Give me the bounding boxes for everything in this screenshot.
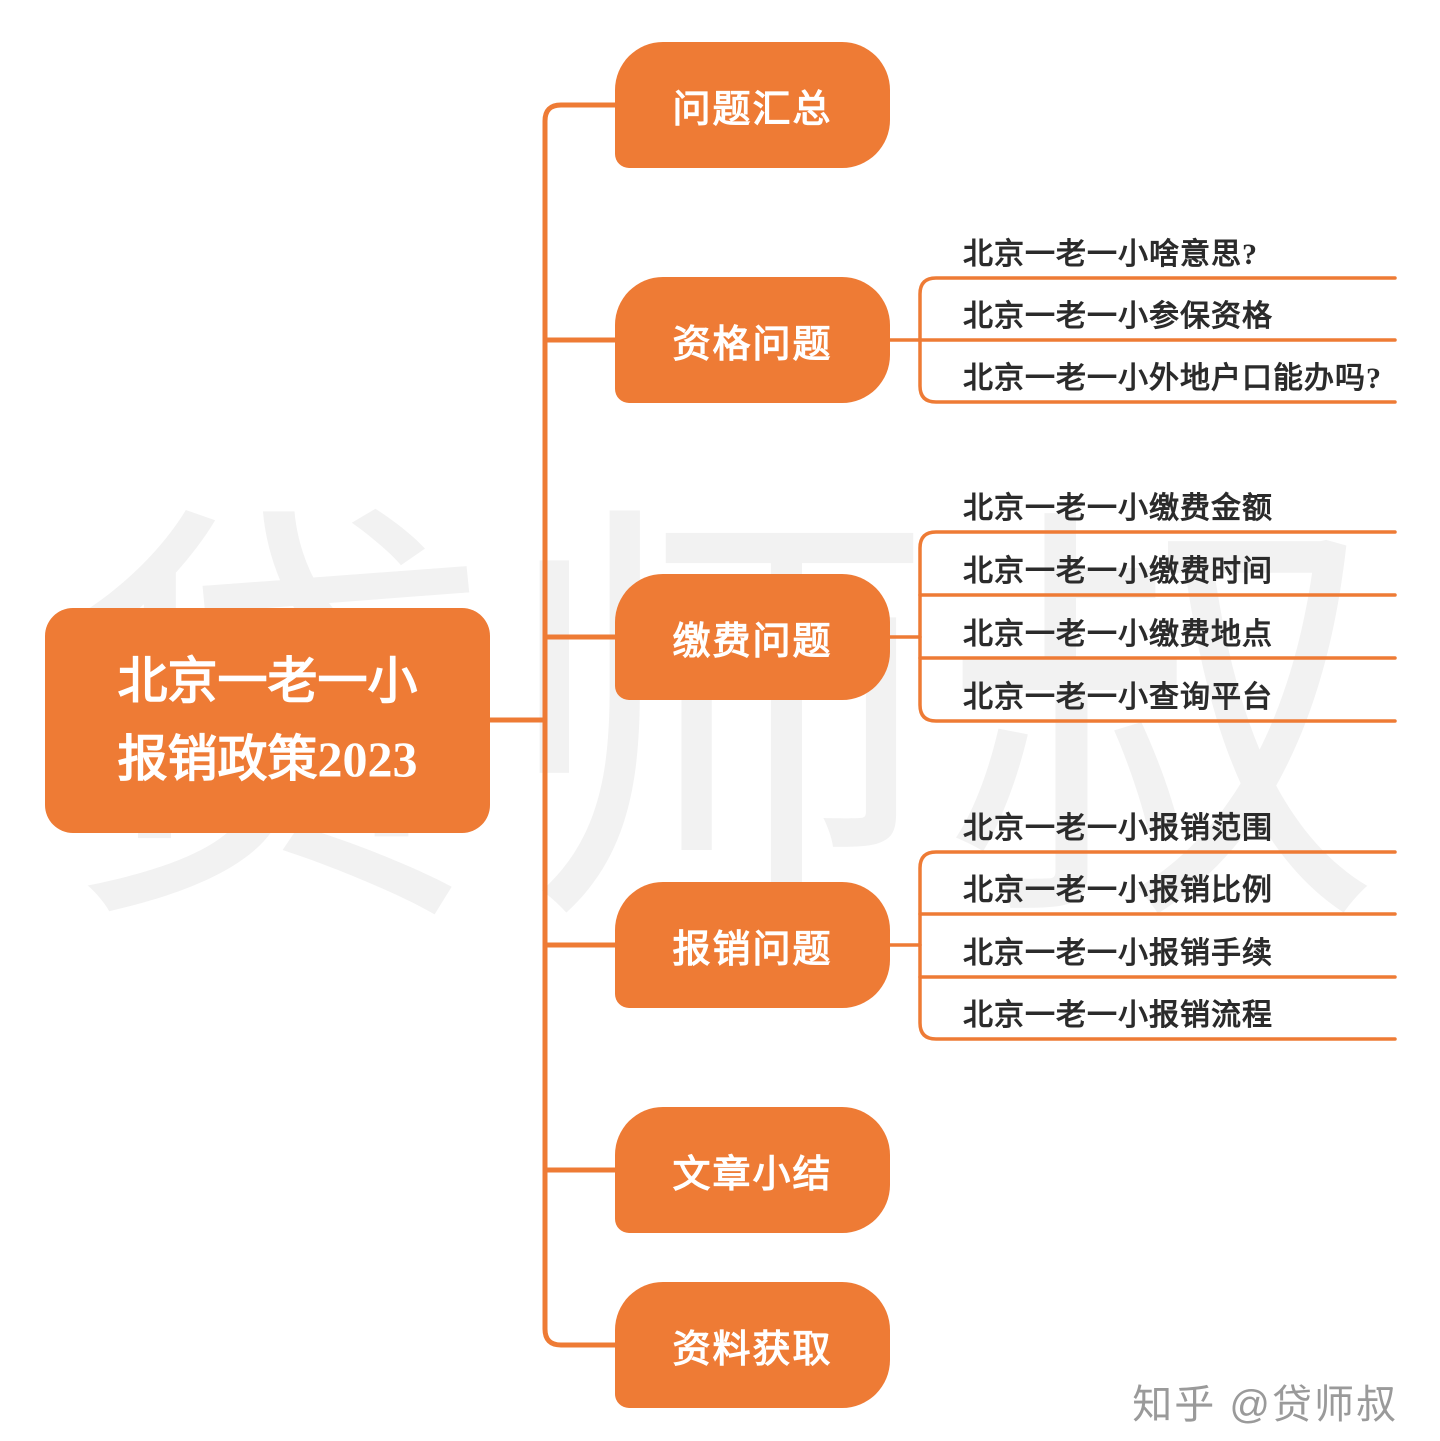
branch-node-payment[interactable]: 缴费问题 [615,574,890,700]
root-node[interactable]: 北京一老一小 报销政策2023 [45,608,490,833]
branch-node-materials[interactable]: 资料获取 [615,1282,890,1408]
root-title-line1: 北京一老一小 [117,653,418,709]
child-topic-eligibility-3[interactable]: 北京一老一小外地户口能办吗? [963,362,1382,395]
child-topic-payment-3[interactable]: 北京一老一小缴费地点 [963,618,1273,651]
child-topic-payment-4[interactable]: 北京一老一小查询平台 [963,681,1273,714]
child-topic-payment-2[interactable]: 北京一老一小缴费时间 [963,555,1273,588]
root-title-line2: 报销政策2023 [117,730,418,787]
child-topic-reimbursement-1[interactable]: 北京一老一小报销范围 [963,812,1273,845]
child-topic-reimbursement-3[interactable]: 北京一老一小报销手续 [963,937,1273,970]
reimbursement-outer-lines [918,850,1397,1041]
child-topic-eligibility-2[interactable]: 北京一老一小参保资格 [963,300,1273,333]
branch-node-eligibility[interactable]: 资格问题 [615,277,890,403]
trunk-line [542,102,618,1348]
child-topic-reimbursement-2[interactable]: 北京一老一小报销比例 [963,874,1273,907]
branch-node-article-summary[interactable]: 文章小结 [615,1107,890,1233]
child-topic-eligibility-1[interactable]: 北京一老一小啥意思? [963,238,1258,271]
branch-node-question-summary[interactable]: 问题汇总 [615,42,890,168]
attribution-text: 知乎 @贷师叔 [1132,1383,1398,1427]
child-topic-payment-1[interactable]: 北京一老一小缴费金额 [963,492,1273,525]
payment-outer-lines [918,530,1397,723]
branch-node-reimbursement[interactable]: 报销问题 [615,882,890,1008]
child-topic-reimbursement-4[interactable]: 北京一老一小报销流程 [963,999,1273,1032]
